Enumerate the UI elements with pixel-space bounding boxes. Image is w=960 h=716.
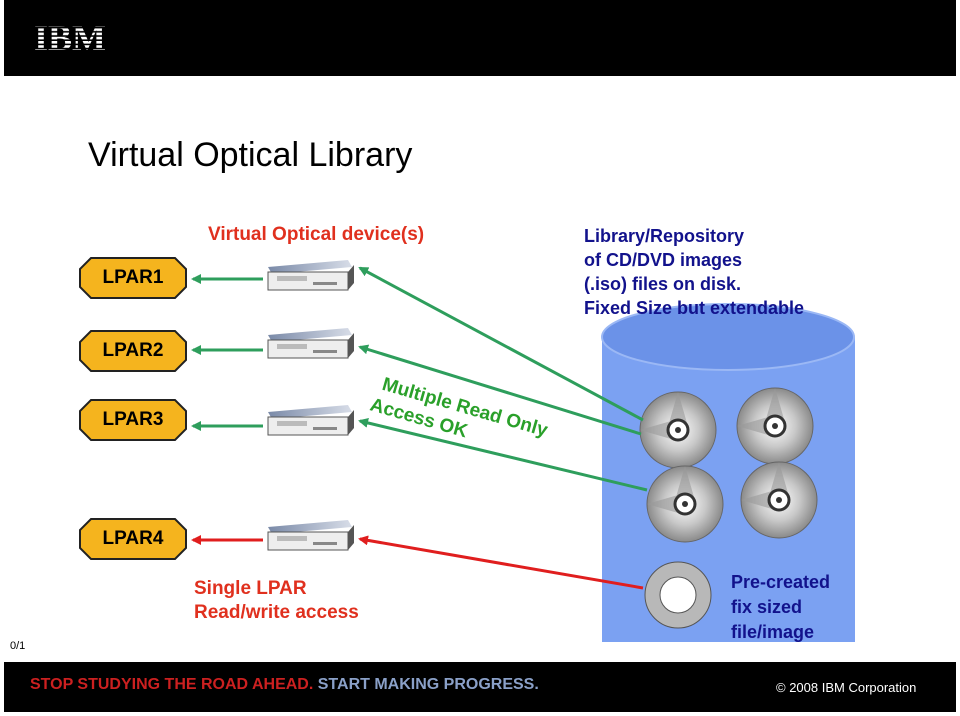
copyright-text: © 2008 IBM Corporation — [776, 680, 917, 695]
disc-to-drive2-arrow — [358, 344, 642, 436]
footer-bar — [4, 662, 956, 712]
slogan-red: STOP STUDYING THE ROAD AHEAD. — [30, 676, 314, 693]
single-lpar-label: Single LPAR Read/write access — [194, 578, 359, 623]
lpar2-box: LPAR2 — [79, 330, 187, 372]
drive-icon — [267, 260, 354, 291]
slogan-blue: START MAKING PROGRESS. — [317, 676, 539, 693]
ibm-logo: IBM — [34, 20, 106, 54]
disc-to-drive1-arrow — [358, 266, 644, 422]
lpar1-box: LPAR1 — [79, 257, 187, 299]
precreated-label: Pre-created fix sized file/image — [731, 572, 831, 642]
device-heading: Virtual Optical device(s) — [208, 224, 425, 245]
disc-to-drive3-arrow — [358, 418, 648, 492]
lpar3-box: LPAR3 — [79, 399, 187, 441]
footer-slogan: STOP STUDYING THE ROAD AHEAD. START MAKI… — [30, 676, 539, 694]
disc-icon — [646, 465, 724, 543]
precreated-image-icon — [644, 561, 712, 629]
virtual-optical-diagram: Multiple Read Only Access OK LPAR1 LPAR2… — [55, 222, 860, 658]
disc-icon — [639, 391, 717, 469]
page-indicator: 0/1 — [10, 640, 26, 652]
drive-icon — [267, 328, 354, 359]
disc-icon — [736, 387, 814, 465]
lpar4-box: LPAR4 — [79, 518, 187, 560]
page-title: Virtual Optical Library — [88, 136, 413, 174]
repository-label: Library/Repository of CD/DVD images (.is… — [584, 226, 805, 318]
multiple-read-only-label: Multiple Read Only Access OK — [368, 374, 551, 442]
drive-icon — [267, 405, 354, 436]
disc-icon — [740, 461, 818, 539]
svg-text:IBM: IBM — [34, 20, 106, 54]
header-bar: IBM — [4, 0, 956, 76]
drive-icon — [267, 520, 354, 551]
image-to-drive4-arrow — [358, 535, 644, 590]
